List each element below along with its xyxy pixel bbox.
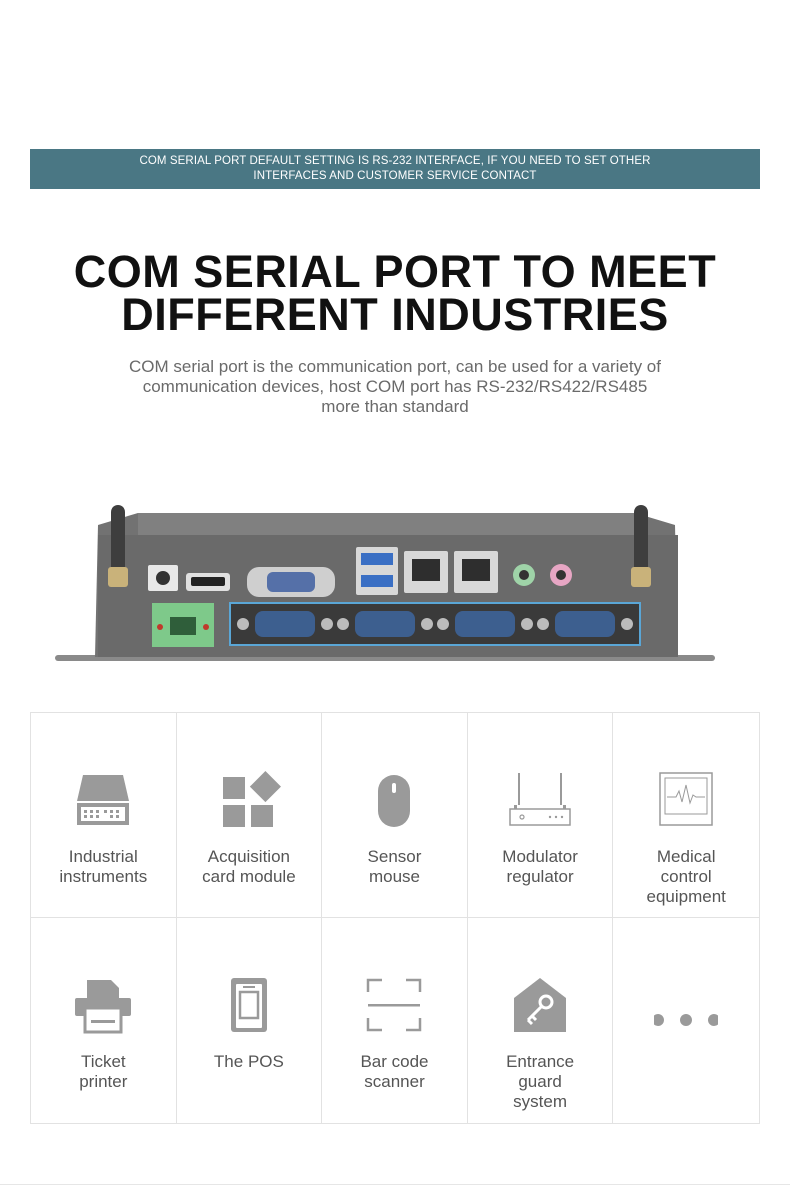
notice-banner: COM SERIAL PORT DEFAULT SETTING IS RS-23… — [30, 149, 760, 189]
description-line-2: communication devices, host COM port has… — [142, 377, 648, 396]
page-title-line-2: DIFFERENT INDUSTRIES — [121, 289, 669, 340]
printer-icon — [75, 980, 132, 1034]
notice-line-2: INTERFACES AND CUSTOMER SERVICE CONTACT — [253, 170, 537, 182]
industry-item: The POS — [177, 918, 323, 1123]
monitor-icon — [659, 772, 713, 826]
barcode-icon — [367, 978, 422, 1032]
industry-item: Acquisition card module — [176, 713, 323, 918]
industry-label: The POS — [213, 1052, 284, 1071]
industry-label: Sensor mouse — [367, 847, 422, 886]
description-line-3: more than standard — [321, 397, 469, 416]
page-title: COM SERIAL PORT TO MEET DIFFERENT INDUST… — [0, 246, 790, 340]
industry-item: Industrial instruments — [31, 713, 177, 918]
industry-item: Sensor mouse — [322, 713, 468, 918]
description-line-1: COM serial port is the communication por… — [129, 357, 661, 376]
industry-grid: Industrial instruments Acquisition card … — [30, 712, 760, 1124]
industry-label: Modulator regulator — [502, 847, 578, 886]
industry-label: Industrial instruments — [59, 847, 148, 886]
industry-label: Entrance guard system — [506, 1052, 575, 1111]
industry-item-more — [613, 918, 759, 1123]
industry-item: Bar code scanner — [322, 918, 468, 1123]
more-dots-icon — [654, 1014, 719, 1026]
industry-label: Bar code scanner — [360, 1052, 429, 1091]
industry-label: Ticket printer — [79, 1052, 128, 1091]
industry-item: Ticket printer — [31, 918, 177, 1123]
router-icon — [509, 773, 571, 826]
industry-item: Entrance guard system — [468, 918, 614, 1123]
pos-icon — [230, 978, 267, 1032]
industry-label: Acquisition card module — [202, 847, 296, 886]
modules-icon — [222, 771, 281, 827]
page-description: COM serial port is the communication por… — [0, 357, 790, 417]
industry-item: Modulator regulator — [467, 713, 614, 918]
key-tag-icon — [514, 978, 567, 1032]
notice-line-1: COM SERIAL PORT DEFAULT SETTING IS RS-23… — [139, 155, 651, 167]
mouse-icon — [378, 775, 411, 827]
industry-label: Medical control equipment — [646, 847, 726, 906]
server-icon — [77, 775, 130, 825]
industrial-pc-rear-panel-image — [55, 505, 715, 661]
industry-item: Medical control equipment — [613, 713, 759, 918]
page-title-line-1: COM SERIAL PORT TO MEET — [73, 246, 717, 297]
